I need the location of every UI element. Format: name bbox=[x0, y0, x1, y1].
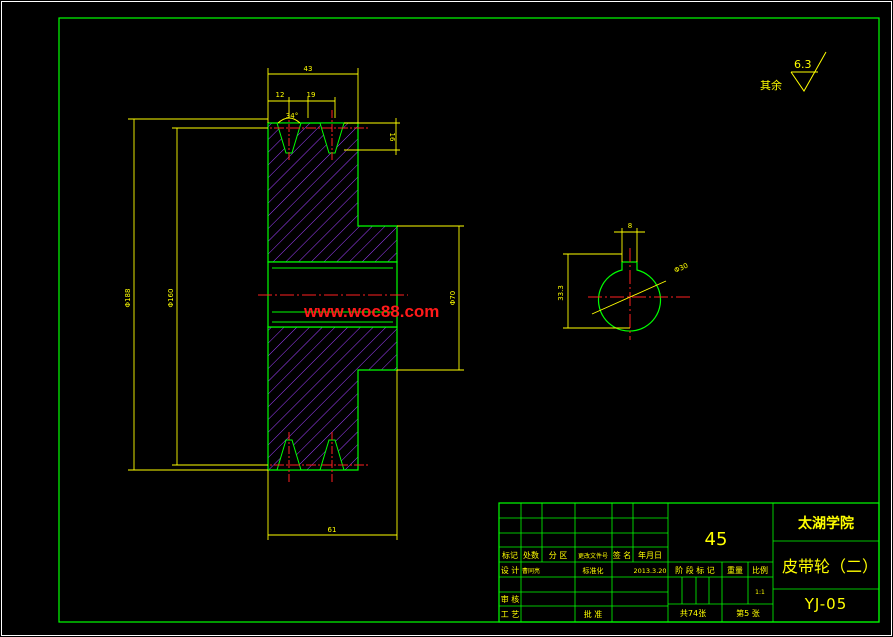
dim-hub-length: 61 bbox=[328, 526, 337, 534]
section-dimension-labels: 43 12 19 34° 16 Φ188 Φ160 Φ70 61 bbox=[124, 65, 457, 534]
tb-school: 太湖学院 bbox=[798, 515, 854, 532]
dim-outer-diameter: Φ188 bbox=[124, 289, 132, 308]
tb-header-3: 更改文件号 bbox=[578, 552, 608, 560]
dim-pitch-diameter: Φ160 bbox=[167, 289, 175, 308]
dim-bore-diameter: Φ30 bbox=[673, 262, 689, 275]
tb-header-5: 年月日 bbox=[638, 550, 662, 560]
dim-hub-diameter: Φ70 bbox=[449, 291, 457, 305]
tb-header-2: 分 区 bbox=[549, 551, 568, 560]
tb-approve-label: 批 准 bbox=[584, 609, 603, 619]
dim-groove-offset: 12 bbox=[276, 91, 285, 99]
section-dimensions bbox=[128, 68, 464, 540]
tb-standard: 标准化 bbox=[583, 566, 604, 575]
tb-design-label: 设 计 bbox=[501, 565, 520, 575]
tb-material: 45 bbox=[705, 529, 728, 550]
tb-scale-label: 比例 bbox=[752, 565, 768, 575]
tb-header-4: 签 名 bbox=[613, 550, 632, 560]
roughness-value: 6.3 bbox=[794, 58, 812, 71]
dim-groove-pitch: 19 bbox=[307, 91, 316, 99]
bore-circle-with-keyway bbox=[597, 262, 662, 332]
tb-process-label: 工 艺 bbox=[501, 610, 520, 619]
tb-drawing-code: YJ-05 bbox=[804, 595, 848, 613]
tb-weight-label: 重量 bbox=[727, 565, 743, 575]
dim-groove-angle: 34° bbox=[286, 112, 298, 120]
bore-end-view bbox=[588, 248, 690, 340]
pulley-section-view bbox=[258, 110, 408, 482]
lower-groove-2 bbox=[319, 439, 345, 471]
end-view-dimensions bbox=[563, 228, 667, 329]
tb-sheet-number: 第5 张 bbox=[736, 608, 760, 618]
watermark: www.woc88.com bbox=[303, 302, 439, 321]
roughness-symbol: 其余 6.3 bbox=[760, 51, 827, 92]
roughness-label: 其余 bbox=[760, 78, 782, 92]
tb-sheets-total: 共74张 bbox=[680, 609, 706, 618]
tb-header-0: 标记 bbox=[502, 550, 518, 560]
tb-review-label: 审 核 bbox=[501, 594, 520, 604]
tb-scale-value: 1:1 bbox=[755, 589, 765, 596]
dim-overall-width: 43 bbox=[304, 65, 313, 73]
dim-groove-depth: 16 bbox=[388, 133, 396, 142]
drawing-frame bbox=[58, 17, 880, 623]
title-block: 标记 处数 分 区 更改文件号 签 名 年月日 设 计 曹同亮 标准化 2013… bbox=[498, 502, 880, 623]
dim-keyway-width: 8 bbox=[628, 222, 632, 230]
tb-header-1: 处数 bbox=[523, 550, 539, 560]
lower-groove-1 bbox=[276, 439, 302, 471]
tb-design-date: 2013.3.20 bbox=[633, 567, 666, 575]
dim-keyway-depth: 33.3 bbox=[557, 285, 565, 301]
tb-designer: 曹同亮 bbox=[522, 567, 540, 575]
tb-stage-label: 阶 段 标 记 bbox=[675, 565, 715, 575]
tb-part-name: 皮带轮（二） bbox=[782, 557, 878, 576]
